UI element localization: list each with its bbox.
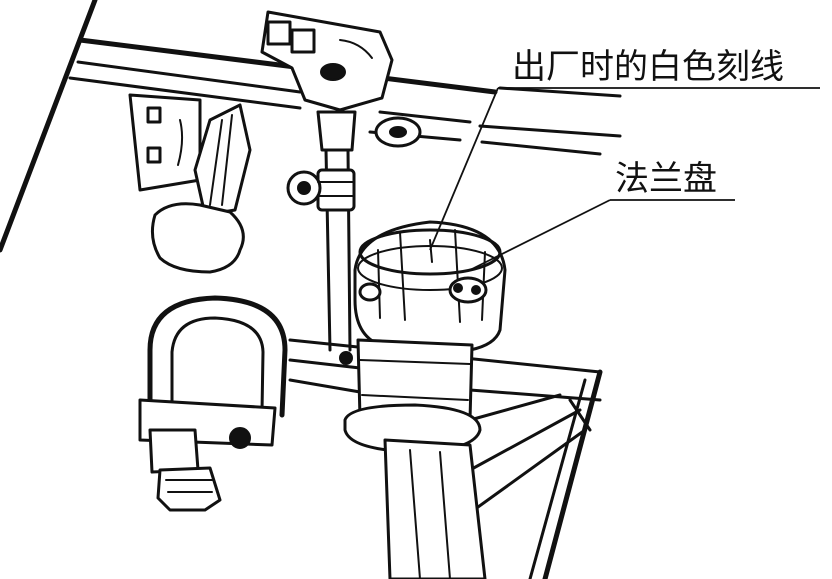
flange-label: 法兰盘 xyxy=(615,159,717,199)
right-frame xyxy=(458,369,603,579)
shaft-collar xyxy=(343,338,487,579)
white-line-label: 出厂时的白色刻线 xyxy=(512,47,784,87)
beam-bolt xyxy=(374,116,422,148)
upper-bracket xyxy=(260,10,394,152)
flange-assembly xyxy=(353,220,507,352)
callout-leaders xyxy=(429,87,820,271)
u-shackle xyxy=(138,295,288,512)
left-clamp-plate xyxy=(128,93,202,192)
frame-left-edge xyxy=(0,0,98,253)
tilted-handle xyxy=(150,103,252,274)
vertical-rod xyxy=(286,148,356,352)
flange-leader xyxy=(469,199,611,271)
white-line-leader xyxy=(429,87,499,251)
